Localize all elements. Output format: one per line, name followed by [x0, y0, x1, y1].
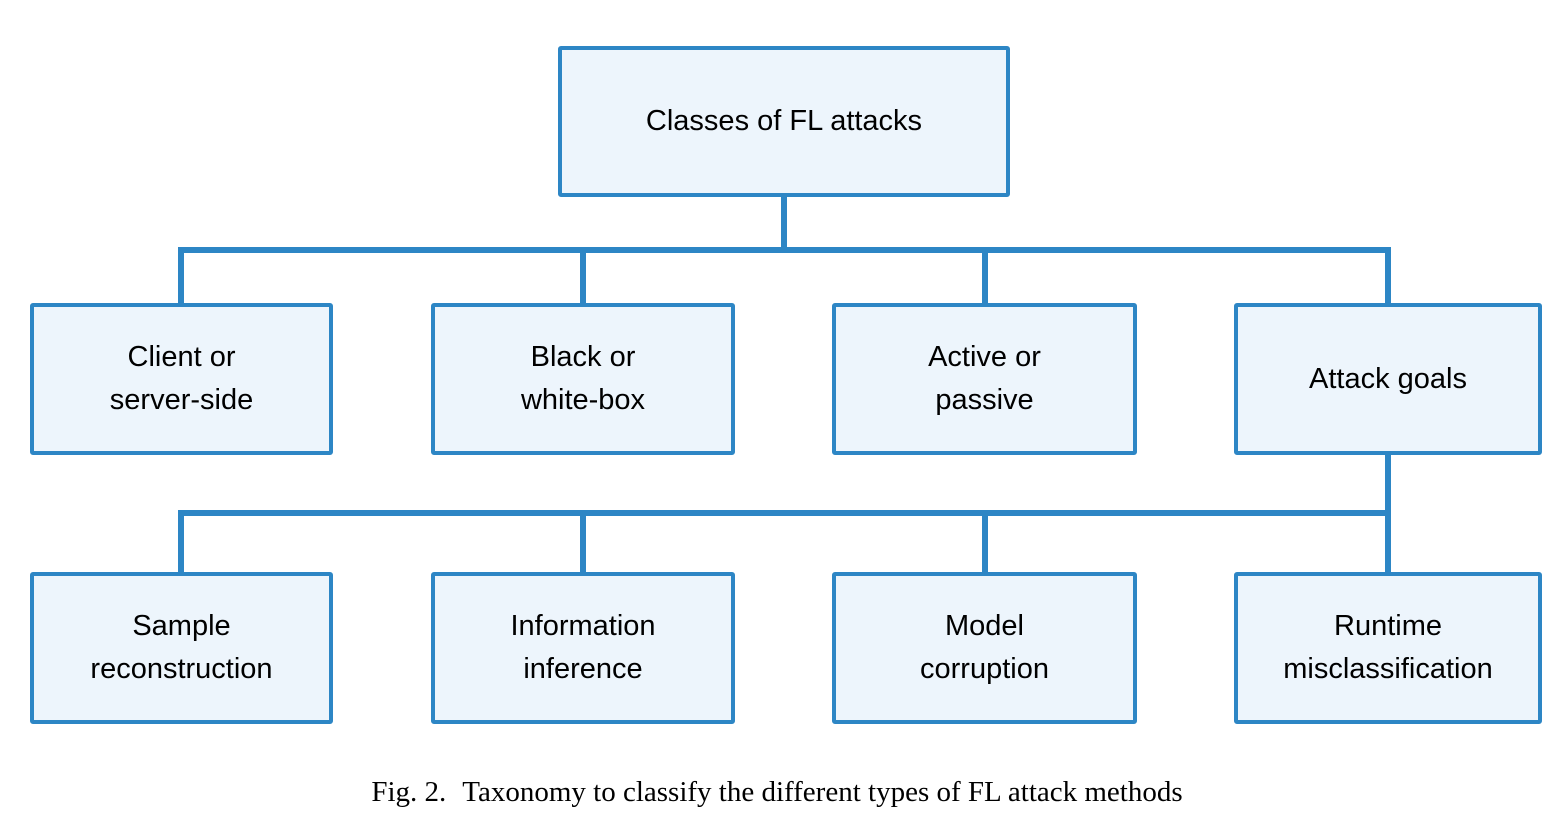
connector-root-stub: [781, 196, 787, 253]
node-black-or-white-box: Black or white-box: [431, 303, 735, 455]
node-label: Information inference: [510, 610, 656, 685]
connector-stub-client-or-server-side: [178, 247, 184, 303]
node-model-corruption: Model corruption: [832, 572, 1137, 724]
node-label: Black or white-box: [520, 341, 646, 416]
node-attack-goals: Attack goals: [1234, 303, 1542, 455]
connector-stub-information-inference: [580, 510, 586, 572]
node-label: Classes of FL attacks: [645, 105, 923, 137]
connector-stub-black-or-white-box: [580, 247, 586, 303]
node-label: Client or server-side: [109, 341, 254, 416]
node-active-or-passive: Active or passive: [832, 303, 1137, 455]
caption-label: Fig. 2.: [371, 776, 447, 808]
node-client-or-server-side: Client or server-side: [30, 303, 333, 455]
connector-stub-sample-reconstruction: [178, 510, 184, 572]
node-label: Runtime misclassification: [1283, 610, 1493, 685]
node-label: Sample reconstruction: [90, 610, 273, 685]
node-information-inference: Information inference: [431, 572, 735, 724]
connector-stub-active-or-passive: [982, 247, 988, 303]
node-sample-reconstruction: Sample reconstruction: [30, 572, 333, 724]
caption-text: Taxonomy to classify the different types…: [462, 776, 1183, 808]
connector-level1-rail: [178, 247, 1391, 253]
node-label: Model corruption: [920, 610, 1049, 685]
connector-stub-model-corruption: [982, 510, 988, 572]
node-runtime-misclassification: Runtime misclassification: [1234, 572, 1542, 724]
node-label: Attack goals: [1309, 362, 1467, 395]
connector-stub-attack-goals: [1385, 247, 1391, 303]
node-classes-of-fl-attacks: Classes of FL attacks: [558, 46, 1010, 197]
figure-caption: Fig. 2. Taxonomy to classify the differen…: [0, 776, 1554, 809]
connector-level2-rail: [178, 510, 1391, 516]
node-label: Active or passive: [928, 341, 1041, 416]
